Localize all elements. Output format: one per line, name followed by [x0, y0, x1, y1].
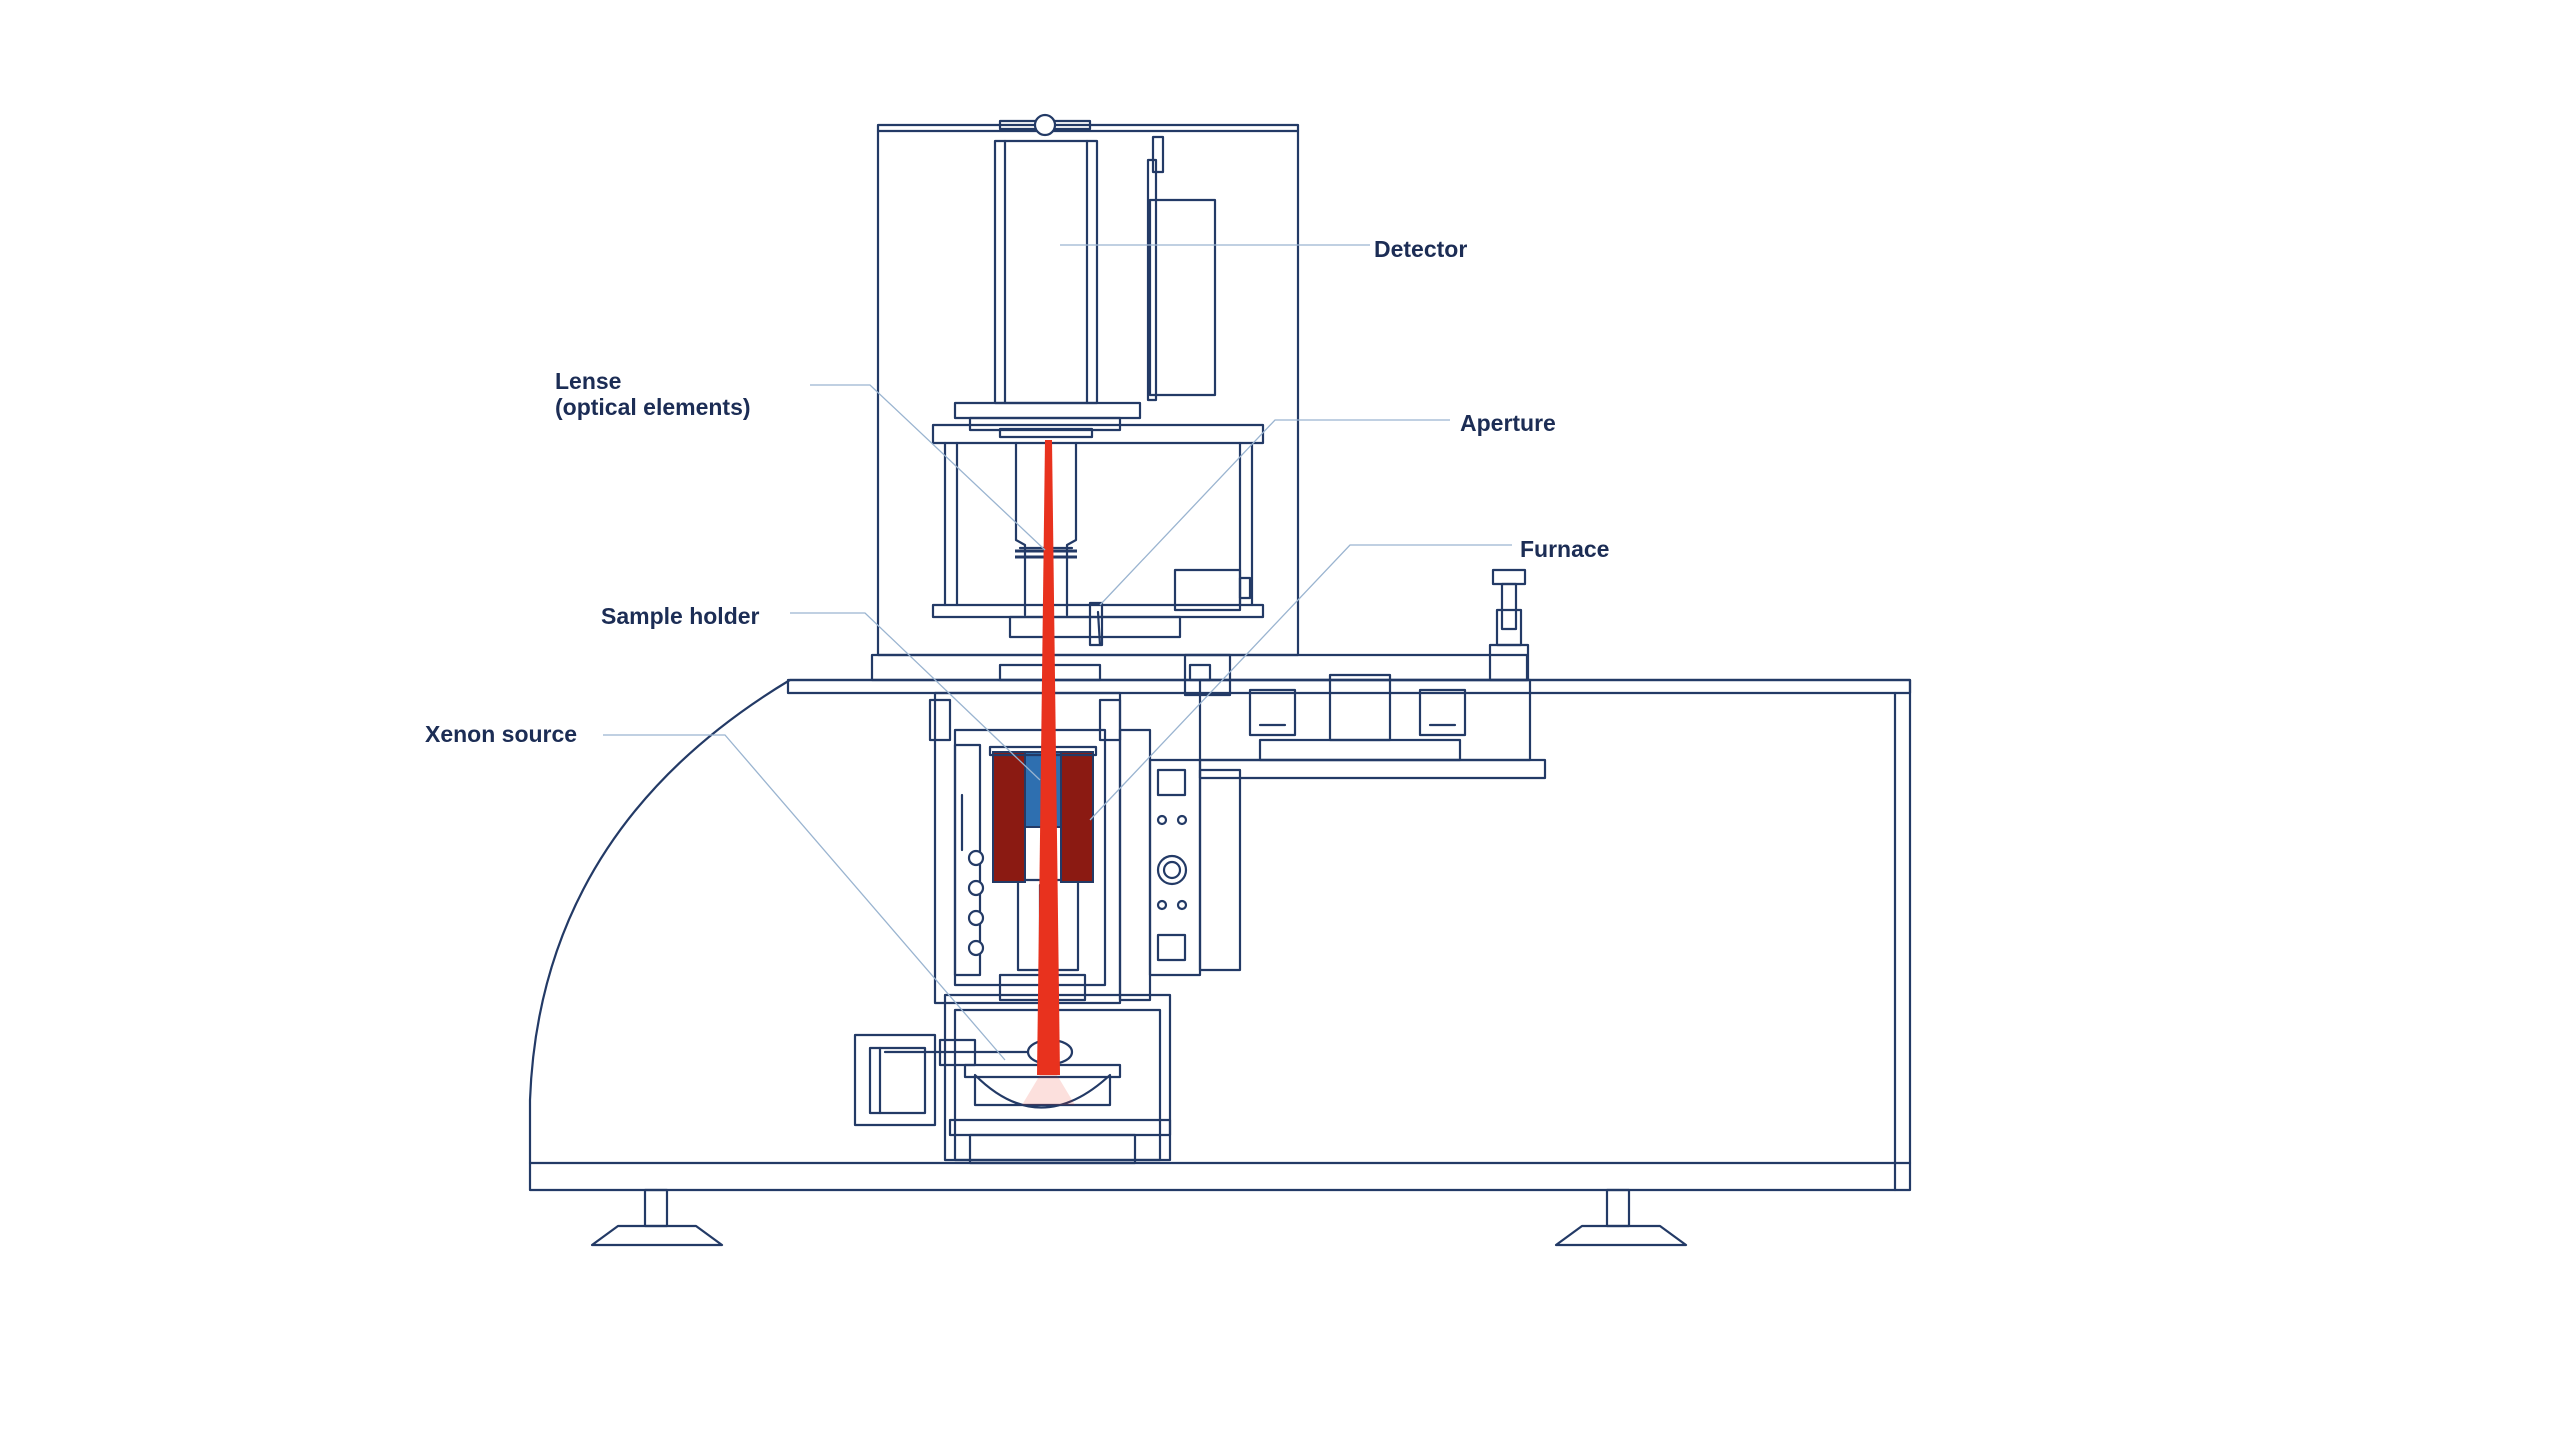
furnace-element-left: [992, 751, 1026, 883]
leader-lines: [603, 244, 1512, 1061]
leader-furnace: [1089, 544, 1512, 821]
label-lense-line2: (optical elements): [555, 394, 751, 420]
leader-lense: [810, 384, 1046, 551]
lamp-housing: [853, 993, 1172, 1165]
valve-top: [1491, 568, 1527, 586]
upper-plate: [931, 423, 1265, 445]
label-aperture: Aperture: [1460, 410, 1556, 436]
lens-barrel: [1014, 441, 1078, 617]
leader-xenon-source: [603, 734, 1006, 1061]
leader-sample-holder: [790, 612, 1041, 781]
label-detector: Detector: [1374, 236, 1468, 262]
label-lense-line1: Lense: [555, 368, 622, 394]
mount-flange: [870, 653, 1529, 682]
electronics-box: [1148, 198, 1217, 397]
top-plate: [786, 678, 1912, 695]
furnace-element-right: [1060, 751, 1094, 883]
cabinet-body: [528, 678, 1912, 1192]
left-foot-post: [643, 1188, 669, 1228]
top-knob: [1033, 113, 1057, 137]
left-foot-base: [590, 1224, 724, 1247]
right-foot-base: [1554, 1224, 1688, 1247]
label-sample-holder: Sample holder: [601, 603, 760, 629]
light-beam: [1037, 440, 1060, 1075]
base-cabinet: [528, 678, 1912, 1247]
reflector: [973, 1073, 1112, 1109]
label-furnace: Furnace: [1520, 536, 1610, 562]
lamp-glow: [1022, 1075, 1075, 1105]
detector-tube: [993, 139, 1099, 405]
detector-enclosure: [870, 113, 1529, 682]
leader-aperture: [1099, 419, 1450, 606]
label-lense: Lense (optical elements): [555, 368, 751, 420]
right-foot-post: [1605, 1188, 1631, 1228]
ignition-unit: [853, 1033, 937, 1127]
label-xenon-source: Xenon source: [425, 721, 578, 747]
